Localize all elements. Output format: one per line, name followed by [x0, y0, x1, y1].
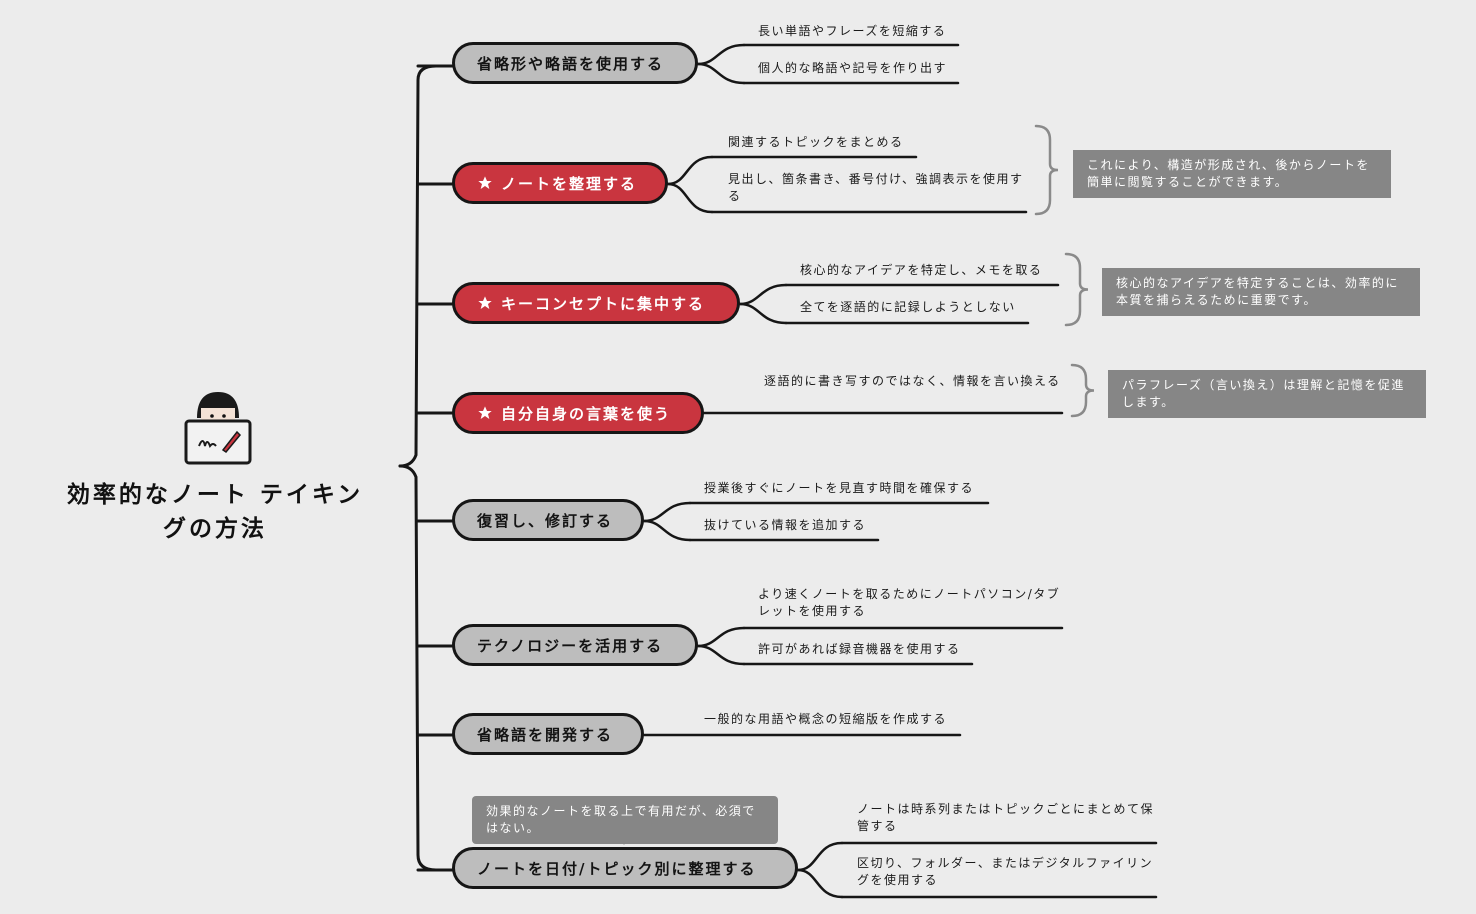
leaf-text: 一般的な用語や概念の短縮版を作成する: [704, 712, 948, 726]
branch-node-abbreviations[interactable]: 省略形や略語を使用する: [452, 42, 698, 84]
person-laptop-icon: [184, 392, 252, 465]
trunk-line: [398, 64, 438, 468]
leaf-connector: [696, 62, 746, 85]
summary-note: 核心的なアイデアを特定することは、効率的に本質を捕らえるために重要です。: [1102, 268, 1420, 316]
branch-label: キーコンセプトに集中する: [501, 294, 706, 313]
leaf-text: 個人的な略語や記号を作り出す: [758, 61, 948, 75]
leaf-connector: [738, 283, 788, 306]
leaf-connector: [696, 43, 746, 66]
branch-label: 自分自身の言葉を使う: [501, 404, 672, 423]
branch-node-key-concepts[interactable]: キーコンセプトに集中する: [452, 282, 740, 324]
leaf-connector: [666, 155, 714, 186]
root-title: 効率的なノート テイキングの方法: [66, 482, 364, 542]
leaf-text: 核心的なアイデアを特定し、メモを取る: [800, 263, 1043, 277]
trunk-line: [398, 464, 438, 872]
note-bracket: [1064, 252, 1089, 327]
leaf-connector: [796, 841, 844, 872]
branch-label: 省略形や略語を使用する: [477, 54, 665, 73]
note-bracket: [1034, 124, 1059, 216]
summary-note: これにより、構造が形成され、後からノートを簡単に閲覧することができます。: [1073, 150, 1391, 198]
leaf-connector: [696, 626, 746, 648]
branch-node-own-words[interactable]: 自分自身の言葉を使う: [452, 392, 704, 434]
leaf-text: 関連するトピックをまとめる: [728, 135, 904, 149]
star-icon: [478, 406, 492, 419]
leaf-text: 長い単語やフレーズを短縮する: [758, 24, 947, 38]
branch-node-technology[interactable]: テクノロジーを活用する: [452, 624, 698, 666]
leaf-connector: [796, 868, 844, 899]
leaf-text: 見出し、箇条書き、番号付け、強調表示を使用する: [728, 172, 1024, 203]
leaf-text: 全てを逐語的に記録しようとしない: [800, 300, 1016, 314]
branch-label: ノートを日付/トピック別に整理する: [477, 859, 757, 878]
leaf-text: ノートは時系列またはトピックごとにまとめて保管する: [857, 802, 1155, 833]
note-bracket: [1070, 363, 1095, 418]
branch-label: 復習し、修訂する: [477, 511, 614, 530]
callout-note: 効果的なノートを取る上で有用だが、必須ではない。: [472, 796, 778, 844]
star-icon: [478, 296, 492, 309]
branch-node-organize-notes[interactable]: ノートを整理する: [452, 162, 668, 204]
leaf-connector: [666, 182, 714, 214]
branch-label: ノートを整理する: [501, 174, 638, 193]
leaf-text: 抜けている情報を追加する: [704, 518, 867, 532]
branch-node-date-topic[interactable]: ノートを日付/トピック別に整理する: [452, 847, 798, 889]
branch-node-review[interactable]: 復習し、修訂する: [452, 499, 644, 541]
leaf-connector: [642, 501, 692, 523]
summary-note: パラフレーズ（言い換え）は理解と記憶を促進します。: [1108, 370, 1426, 418]
branch-label: テクノロジーを活用する: [477, 636, 664, 655]
leaf-connector: [642, 519, 692, 542]
branch-label: 省略語を開発する: [477, 725, 614, 744]
leaf-text: 区切り、フォルダー、またはデジタルファイリングを使用する: [857, 856, 1154, 887]
star-icon: [478, 176, 492, 189]
leaf-text: 逐語的に書き写すのではなく、情報を言い換える: [764, 374, 1061, 388]
leaf-text: 許可があれば録音機器を使用する: [758, 642, 961, 656]
leaf-text: 授業後すぐにノートを見直す時間を確保する: [704, 481, 975, 495]
leaf-connector: [696, 644, 746, 666]
branch-node-shorthand[interactable]: 省略語を開発する: [452, 713, 644, 755]
leaf-text: より速くノートを取るためにノートパソコン/タブレットを使用する: [758, 587, 1061, 618]
leaf-connector: [738, 302, 788, 325]
